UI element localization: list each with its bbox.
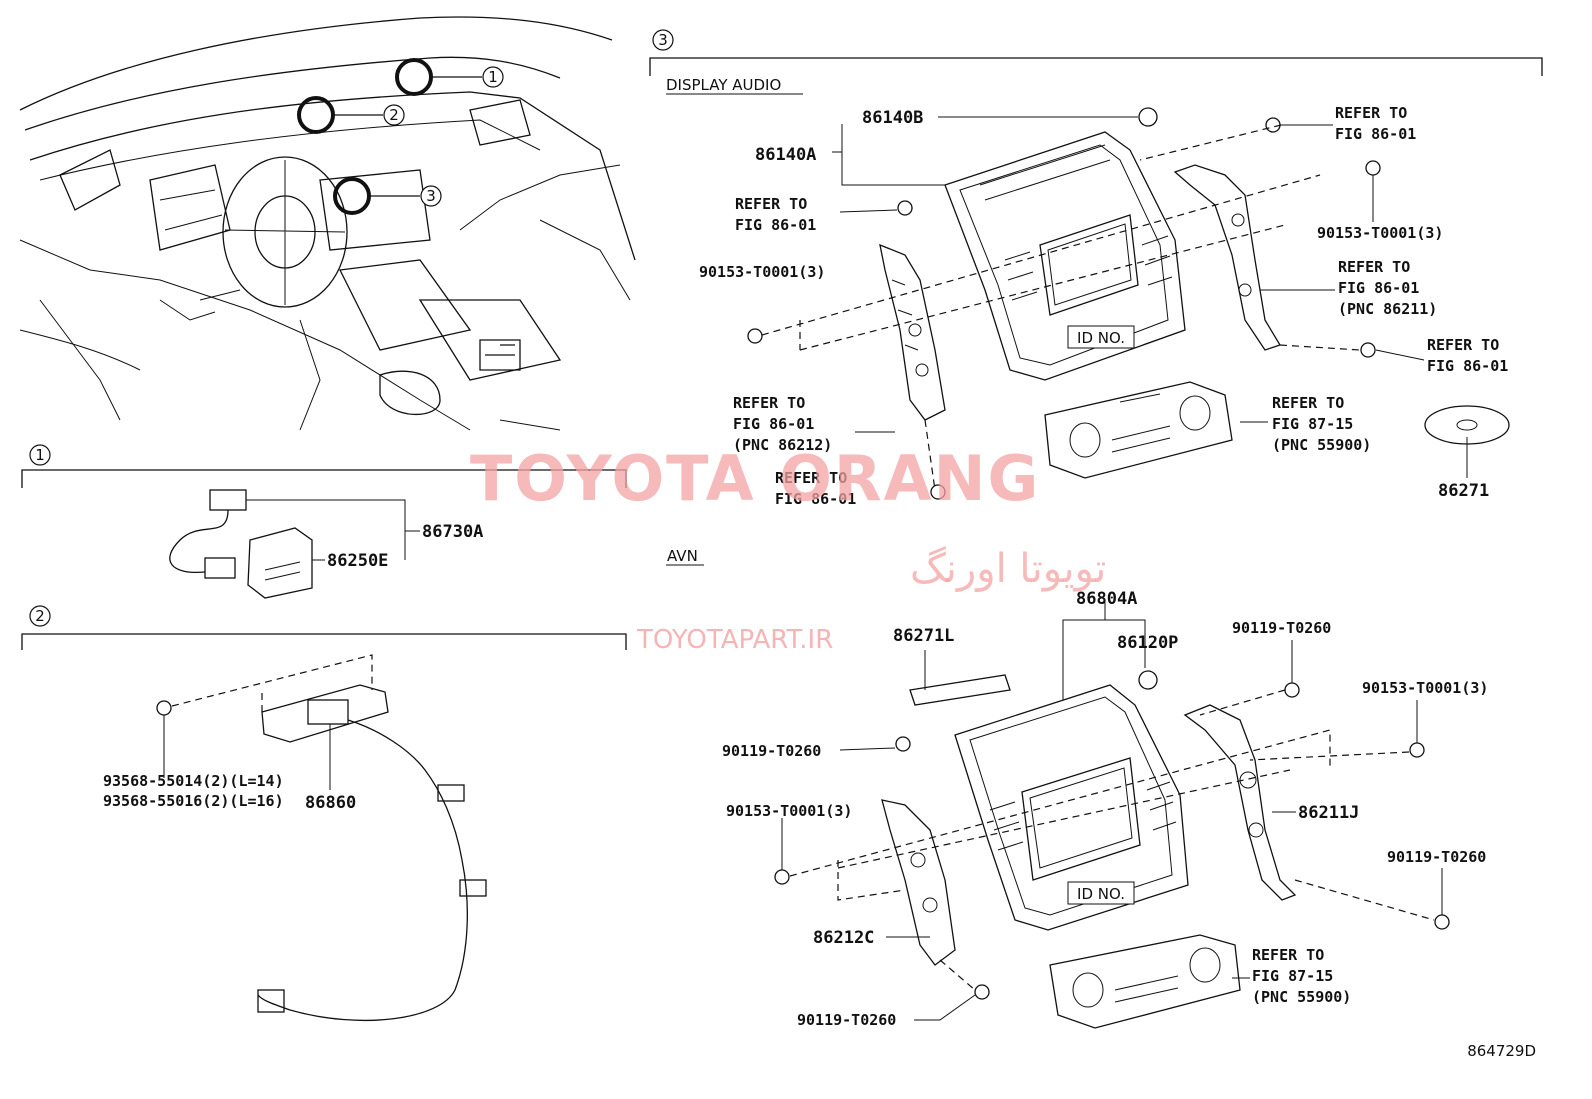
part-86211J: 86211J bbox=[1298, 803, 1359, 823]
display-audio-bracket-right bbox=[1173, 164, 1281, 351]
callout-3-label: 3 bbox=[426, 187, 436, 205]
part-86730A: 86730A bbox=[422, 522, 483, 542]
display-audio-leaders bbox=[832, 116, 1468, 478]
watermark-line1: TOYOTA ORANG bbox=[470, 442, 1040, 515]
bolt-90119-top: 90119-T0260 bbox=[1232, 619, 1331, 637]
section-2-frame: 2 bbox=[21, 605, 627, 650]
bolt-93568-55014: 93568-55014(2)(L=14) bbox=[103, 772, 284, 790]
callout-3-badge bbox=[420, 185, 442, 207]
section-1-number: 1 bbox=[35, 446, 45, 464]
refer-55900-line3: (PNC 55900) bbox=[1272, 436, 1371, 454]
location-callouts: 1 2 3 bbox=[297, 58, 504, 215]
display-audio-bracket-left bbox=[879, 243, 946, 421]
avn-heading: AVN bbox=[667, 547, 698, 565]
avn-climate-panel bbox=[1049, 934, 1241, 1029]
refer-avn-line1: REFER TO bbox=[1252, 946, 1324, 964]
display-audio-climate-panel bbox=[1044, 381, 1233, 479]
section-2-number: 2 bbox=[35, 607, 45, 625]
bolt-90153-left: 90153-T0001(3) bbox=[699, 263, 825, 281]
callout-2-label: 2 bbox=[389, 106, 399, 124]
id-no-label-avn: ID NO. bbox=[1077, 885, 1125, 903]
callout-1-badge bbox=[482, 66, 504, 88]
dashboard-overview-illustration bbox=[19, 16, 636, 431]
refer-55900-line2: FIG 87-15 bbox=[1272, 415, 1353, 433]
display-audio-dashed-guides bbox=[761, 124, 1361, 491]
refer-86211-line3: (PNC 86211) bbox=[1338, 300, 1437, 318]
bolt-90153-right: 90153-T0001(3) bbox=[1317, 224, 1443, 242]
section-1-leaders bbox=[246, 499, 420, 561]
avn-bolts bbox=[774, 670, 1450, 1000]
part-86120P: 86120P bbox=[1117, 633, 1178, 653]
refer-bottom-line1: REFER TO bbox=[775, 469, 847, 487]
section-3-number: 3 bbox=[658, 31, 668, 49]
bolt-90153-avn-left: 90153-T0001(3) bbox=[726, 802, 852, 820]
refer-86212-line3: (PNC 86212) bbox=[733, 436, 832, 454]
callout-2-badge bbox=[383, 104, 405, 126]
bolt-90119-right-low: 90119-T0260 bbox=[1387, 848, 1486, 866]
avn-bracket-86212C bbox=[881, 799, 956, 966]
section-1-frame: 1 bbox=[21, 444, 627, 488]
refer-left-line2: FIG 86-01 bbox=[735, 216, 816, 234]
part-86271: 86271 bbox=[1438, 481, 1489, 501]
display-audio-heading: DISPLAY AUDIO bbox=[666, 76, 781, 94]
figure-id: 864729D bbox=[1467, 1042, 1536, 1060]
id-no-box-avn bbox=[1067, 881, 1135, 905]
part-86804A: 86804A bbox=[1076, 589, 1137, 609]
avn-bracket-86271L bbox=[909, 674, 1011, 706]
refer-86211-line1: REFER TO bbox=[1338, 258, 1410, 276]
id-no-box-top bbox=[1067, 325, 1135, 349]
section-2-guides bbox=[163, 654, 373, 790]
bolt-90119-bottom: 90119-T0260 bbox=[797, 1011, 896, 1029]
watermark-line3: TOYOTAPART.IR bbox=[636, 625, 833, 655]
section-3-frame: 3 bbox=[649, 29, 1543, 76]
refer-top-line2: FIG 86-01 bbox=[1335, 125, 1416, 143]
display-audio-bolts bbox=[747, 107, 1381, 500]
avn-dashed-guides bbox=[789, 689, 1435, 991]
refer-avn-line3: (PNC 55900) bbox=[1252, 988, 1351, 1006]
avn-bracket-86211J bbox=[1183, 704, 1297, 901]
callout-1-label: 1 bbox=[488, 68, 498, 86]
id-no-label-top: ID NO. bbox=[1077, 329, 1125, 347]
refer-86211-line2: FIG 86-01 bbox=[1338, 279, 1419, 297]
refer-86212-line1: REFER TO bbox=[733, 394, 805, 412]
watermark-line2: تویوتا اورنگ bbox=[910, 546, 1106, 592]
refer-left-line1: REFER TO bbox=[735, 195, 807, 213]
refer-86212-line2: FIG 86-01 bbox=[733, 415, 814, 433]
refer-rt-line1: REFER TO bbox=[1427, 336, 1499, 354]
display-audio-head-unit bbox=[944, 131, 1186, 381]
bolt-93568 bbox=[156, 700, 172, 716]
avn-leaders bbox=[781, 600, 1443, 1021]
part-86140A: 86140A bbox=[755, 145, 816, 165]
part-86271L: 86271L bbox=[893, 626, 954, 646]
refer-55900-line1: REFER TO bbox=[1272, 394, 1344, 412]
refer-avn-line2: FIG 87-15 bbox=[1252, 967, 1333, 985]
avn-head-unit bbox=[954, 684, 1189, 931]
part-86140B: 86140B bbox=[862, 108, 923, 128]
part-86250E: 86250E bbox=[327, 551, 388, 571]
wire-harness-86730A bbox=[169, 489, 313, 599]
bolt-93568-55016: 93568-55016(2)(L=16) bbox=[103, 792, 284, 810]
part-86860: 86860 bbox=[305, 793, 356, 813]
bolt-90119-left: 90119-T0260 bbox=[722, 742, 821, 760]
part-86212C: 86212C bbox=[813, 928, 874, 948]
refer-bottom-line2: FIG 86-01 bbox=[775, 490, 856, 508]
refer-rt-line2: FIG 86-01 bbox=[1427, 357, 1508, 375]
refer-top-line1: REFER TO bbox=[1335, 104, 1407, 122]
bolt-90153-avn-right: 90153-T0001(3) bbox=[1362, 679, 1488, 697]
camera-86860 bbox=[257, 684, 487, 1022]
